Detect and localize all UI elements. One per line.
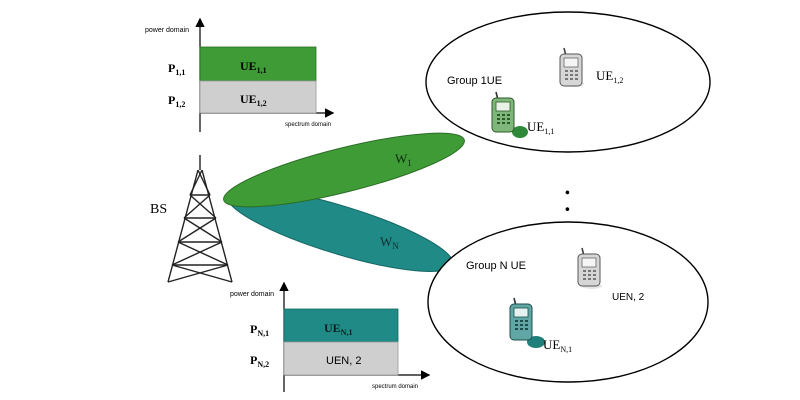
base-station: BS [150, 155, 233, 283]
phone-icon [509, 297, 545, 348]
group-1-ue12-label: UE1,2 [596, 68, 623, 85]
phone-icon [559, 47, 584, 87]
bottom-chart-band-uen1 [283, 308, 399, 343]
group-1-ue11-label: UE1,1 [527, 119, 554, 136]
bottom-chart-power-pn1: PN,1 [250, 322, 269, 338]
bottom-chart-x-axis-label: spectrum domain [372, 384, 418, 390]
group-n-uen2-label: UEN, 2 [612, 292, 645, 303]
bottom-chart-y-axis-label: power domain [230, 291, 274, 298]
phone-icon [491, 91, 528, 138]
bottom-chart-band-uen2 [283, 341, 399, 376]
top-chart-band-ue12-label: UE1,2 [240, 92, 267, 108]
top-chart-power-p11: P1,1 [168, 61, 185, 77]
bottom-chart-power-pn2: PN,2 [250, 353, 269, 369]
group-n: Group N UE UEN, 2 UEN,1 [427, 221, 709, 383]
beam-1: W1 [223, 132, 465, 208]
tower-icon [167, 155, 233, 283]
top-chart-x-axis-label: spectrum domain [285, 122, 331, 128]
base-station-label: BS [150, 202, 167, 217]
top-power-chart: power domain spectrum domain UE1,1 UE1,2… [145, 17, 335, 132]
group-1: Group 1UE UE1,2 UE1,1 [425, 11, 711, 153]
top-chart-power-p12: P1,2 [168, 93, 185, 109]
phone-icon [577, 247, 602, 289]
group-n-title: Group N UE [466, 260, 526, 272]
top-chart-band-ue12 [199, 80, 317, 114]
beam-n-label: WN [380, 234, 399, 251]
bottom-power-chart: power domain spectrum domain UEN,1 UEN, … [230, 281, 431, 392]
group-1-title: Group 1UE [447, 75, 502, 87]
beam-1-lobe [223, 132, 465, 208]
group-n-uen1-label: UEN,1 [543, 337, 572, 354]
bottom-chart-band-uen1-label: UEN,1 [324, 321, 352, 337]
top-chart-band-ue11-label: UE1,1 [240, 59, 267, 75]
group-n-boundary [427, 221, 709, 383]
bottom-chart-band-uen2-label: UEN, 2 [326, 355, 361, 367]
top-chart-band-ue11 [199, 46, 317, 82]
top-chart-y-axis-label: power domain [145, 27, 189, 34]
beam-1-label: W1 [395, 151, 412, 168]
